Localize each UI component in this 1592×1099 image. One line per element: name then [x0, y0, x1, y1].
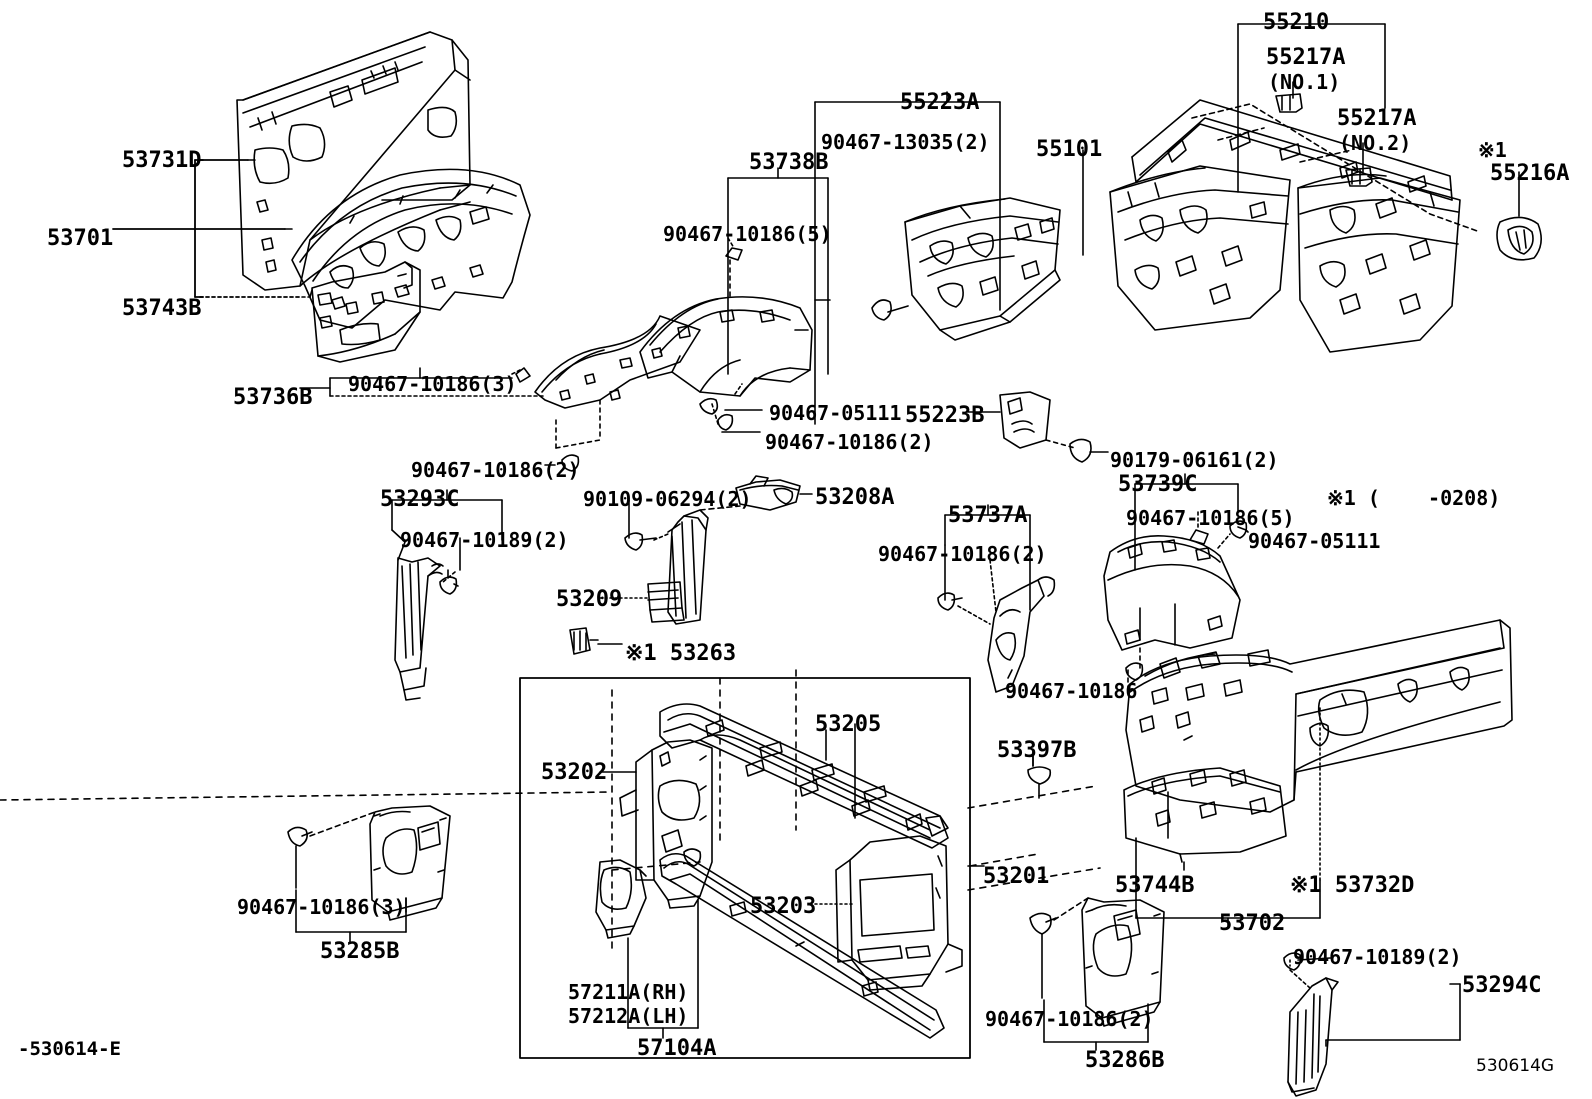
part-label-53738B: 53738B — [749, 150, 829, 175]
part-label-no1-suffix: (NO.1) — [1268, 70, 1341, 94]
assembly-guides-right — [969, 853, 1039, 867]
assembly-dashed-lines — [0, 669, 1101, 951]
leader-group-53701 — [112, 159, 303, 298]
part-label-90467-10186-3b: 90467-10186(3) — [237, 895, 406, 919]
leader-group-55223A — [814, 91, 1001, 425]
part-label-53202: 53202 — [541, 760, 608, 785]
part-label-55217A-no1: 55217A — [1266, 45, 1346, 70]
leader-group-53738B — [727, 167, 829, 375]
part-label-90467-10189-2b: 90467-10189(2) — [1293, 945, 1462, 969]
part-55216A-drawing — [1496, 216, 1542, 261]
part-label-90109-06294-2: 90109-06294(2) — [583, 487, 752, 511]
part-57211A-drawing — [595, 859, 647, 939]
part-53202-drawing — [619, 739, 713, 909]
note-marker-55216A: ※1 — [1478, 138, 1507, 162]
leader-group-53737A — [944, 504, 1031, 611]
part-53208A-drawing — [735, 475, 813, 511]
leader-group-55210 — [1237, 13, 1386, 193]
part-53731D-drawing — [236, 31, 471, 291]
part-55210-drawing — [1131, 93, 1481, 233]
part-55101-drawing — [1109, 165, 1461, 353]
part-label-57211A-rh: 57211A(RH) — [568, 980, 689, 1004]
part-label-53701: 53701 — [47, 226, 114, 251]
part-53738B-drawing — [639, 247, 813, 433]
sheet-code-right: 530614G — [1476, 1056, 1555, 1076]
part-label-55210: 55210 — [1263, 10, 1330, 35]
part-label-90467-10186-2e: 90467-10186(2) — [985, 1007, 1154, 1031]
sheet-code-left: -530614-E — [18, 1038, 121, 1060]
leader-group-53736B — [299, 367, 546, 397]
part-label-53744B: 53744B — [1115, 873, 1195, 898]
part-label-53737A: 53737A — [948, 503, 1028, 528]
part-label-90467-10186-2b: 90467-10186(2) — [765, 430, 934, 454]
part-label-53732D: ※1 53732D — [1290, 873, 1415, 898]
part-label-53201: 53201 — [983, 864, 1050, 889]
part-label-55217A-no2: 55217A — [1337, 106, 1417, 131]
part-label-90467-10186-5: 90467-10186(5) — [663, 222, 832, 246]
part-label-57212A-lh: 57212A(LH) — [568, 1004, 689, 1028]
part-label-53294C: 53294C — [1462, 973, 1542, 998]
part-label-53736B: 53736B — [233, 385, 313, 410]
part-53744B-drawing — [1123, 767, 1287, 871]
part-label-57104A: 57104A — [637, 1036, 717, 1061]
part-label-55223A: 55223A — [900, 90, 980, 115]
part-label-53286B: 53286B — [1085, 1048, 1165, 1073]
part-label-55223B: 55223B — [905, 403, 985, 428]
part-label-53743B: 53743B — [122, 296, 202, 321]
part-label-53205: 53205 — [815, 712, 882, 737]
part-label-53209: 53209 — [556, 587, 623, 612]
part-label-90467-05111-b: 90467-05111 — [1248, 529, 1381, 553]
part-53737A-drawing — [937, 559, 1129, 693]
leader-group-53294C — [1289, 959, 1461, 1041]
part-label-53208A: 53208A — [815, 485, 895, 510]
part-57104A-drawing — [659, 852, 945, 1039]
part-55223A-drawing — [871, 197, 1061, 341]
part-55223B-drawing — [999, 391, 1109, 463]
part-label-53285B: 53285B — [320, 939, 400, 964]
part-53286B-drawing — [1029, 897, 1165, 1027]
part-label-53702: 53702 — [1219, 911, 1286, 936]
part-label-90467-10186-2a: 90467-10186(2) — [411, 458, 580, 482]
part-label-90467-10189-2a: 90467-10189(2) — [400, 528, 569, 552]
part-label-53397B: 53397B — [997, 738, 1077, 763]
part-label-55101: 55101 — [1036, 137, 1103, 162]
part-label-90467-13035-2: 90467-13035(2) — [821, 130, 990, 154]
part-label-53293C: 53293C — [380, 487, 460, 512]
part-53209-drawing — [624, 505, 741, 625]
part-53739C-drawing — [1103, 520, 1249, 681]
part-label-90467-10186-2c: 90467-10186(2) — [878, 542, 1047, 566]
part-53203-drawing — [835, 835, 963, 991]
part-label-53203: 53203 — [750, 894, 817, 919]
part-label-90179-06161-2: 90179-06161(2) — [1110, 448, 1279, 472]
group-box-radiator-support — [519, 677, 971, 1059]
part-label-90467-05111-a: 90467-05111 — [769, 401, 902, 425]
leader-group-53293C — [391, 489, 503, 571]
part-53263-drawing — [569, 627, 623, 655]
part-53294C-drawing — [1283, 952, 1339, 1097]
part-label-53263: ※1 53263 — [625, 641, 737, 666]
part-53736B-drawing — [515, 315, 701, 472]
leader-group-57104A — [627, 899, 699, 1039]
part-label-53731D: 53731D — [122, 148, 202, 173]
leader-group-53286B — [1043, 999, 1149, 1051]
part-53743B-drawing — [301, 261, 421, 363]
part-label-53739C: 53739C — [1118, 472, 1198, 497]
note-date-range: ※1 ( -0208) — [1327, 486, 1501, 510]
part-53293C-drawing — [394, 541, 459, 701]
part-53732D-drawing — [1125, 619, 1513, 813]
part-label-no2-suffix: (NO.2) — [1339, 131, 1412, 155]
part-label-90467-10186-d: 90467-10186 — [1005, 679, 1138, 703]
part-label-55216A: 55216A — [1490, 161, 1570, 186]
part-label-90467-10186-5b: 90467-10186(5) — [1126, 506, 1295, 530]
part-53701-drawing — [284, 168, 531, 329]
part-label-90467-10186-3a: 90467-10186(3) — [348, 372, 517, 396]
part-53285B-drawing — [287, 805, 451, 921]
